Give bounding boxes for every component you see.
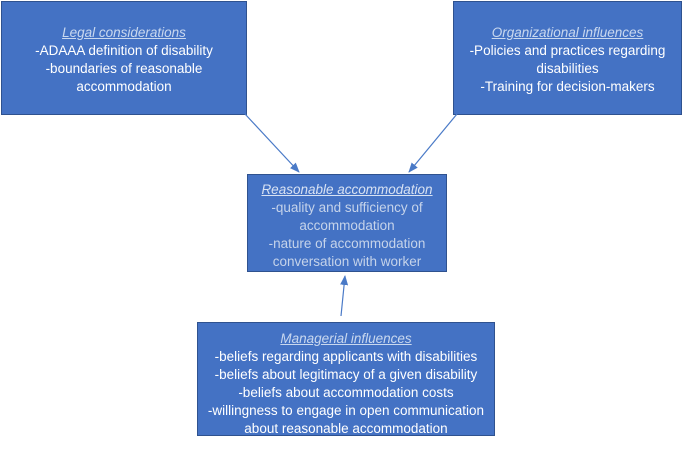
managerial-item-2: -beliefs about legitimacy of a given dis… (214, 367, 478, 382)
organizational-item-1-cont: disabilities (536, 61, 599, 76)
arrow-legal-to-reasonable (244, 113, 300, 173)
organizational-item-2: -Training for decision-makers (480, 79, 655, 94)
organizational-influences-box: Organizational influences -Policies and … (453, 1, 682, 115)
reasonable-item-2-cont: conversation with worker (272, 254, 422, 269)
reasonable-item-1-cont: accommodation (299, 218, 395, 233)
managerial-item-4: -willingness to engage in open communica… (207, 403, 485, 418)
managerial-item-4-cont: about reasonable accommodation (244, 421, 448, 436)
organizational-influences-title: Organizational influences (491, 25, 644, 40)
legal-considerations-title: Legal considerations (62, 25, 186, 40)
legal-item-1: -ADAAA definition of disability (35, 43, 213, 58)
legal-item-2-cont: accommodation (76, 79, 172, 94)
arrow-managerial-to-reasonable (340, 275, 349, 317)
reasonable-accommodation-title: Reasonable accommodation (261, 182, 433, 197)
reasonable-item-2: -nature of accommodation (268, 236, 426, 251)
managerial-influences-box: Managerial influences -beliefs regarding… (197, 322, 495, 436)
managerial-influences-title: Managerial influences (280, 331, 412, 346)
reasonable-item-1: -quality and sufficiency of (271, 200, 423, 215)
legal-item-2: -boundaries of reasonable (45, 61, 203, 76)
legal-considerations-box: Legal considerations -ADAAA definition o… (1, 1, 247, 115)
reasonable-accommodation-box: Reasonable accommodation -quality and su… (247, 174, 447, 272)
arrow-organizational-to-reasonable (408, 113, 458, 173)
managerial-item-1: -beliefs regarding applicants with disab… (214, 349, 478, 364)
managerial-item-3: -beliefs about accommodation costs (238, 385, 454, 400)
organizational-item-1: -Policies and practices regarding (469, 43, 666, 58)
